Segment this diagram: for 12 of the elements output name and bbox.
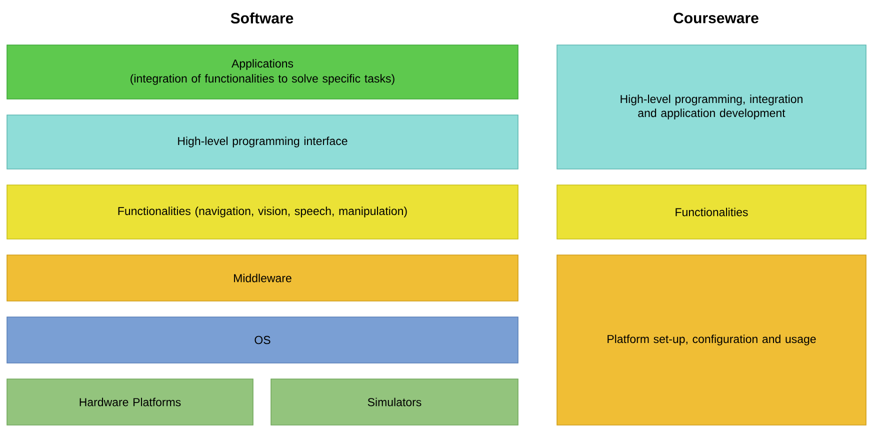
column-heading: Software [230,12,294,24]
layer-box: Hardware Platforms [6,378,254,426]
layer-box: Applications (integration of functionalities to solve specific tasks) [6,44,518,100]
layer-box: Middleware [6,254,518,302]
layer-box: OS [6,316,518,364]
layer-box: High-level programming interface [6,114,518,170]
column-heading: Courseware [674,12,758,24]
layer-box: High-level programming, integration and application development [556,44,866,170]
layer-box: Simulators [270,378,518,426]
layer-box: Platform set-up, configuration and usage [556,254,866,426]
layer-box: Functionalities [556,184,866,240]
layer-box: Functionalities (navigation, vision, speech, manipulation) [6,184,518,240]
